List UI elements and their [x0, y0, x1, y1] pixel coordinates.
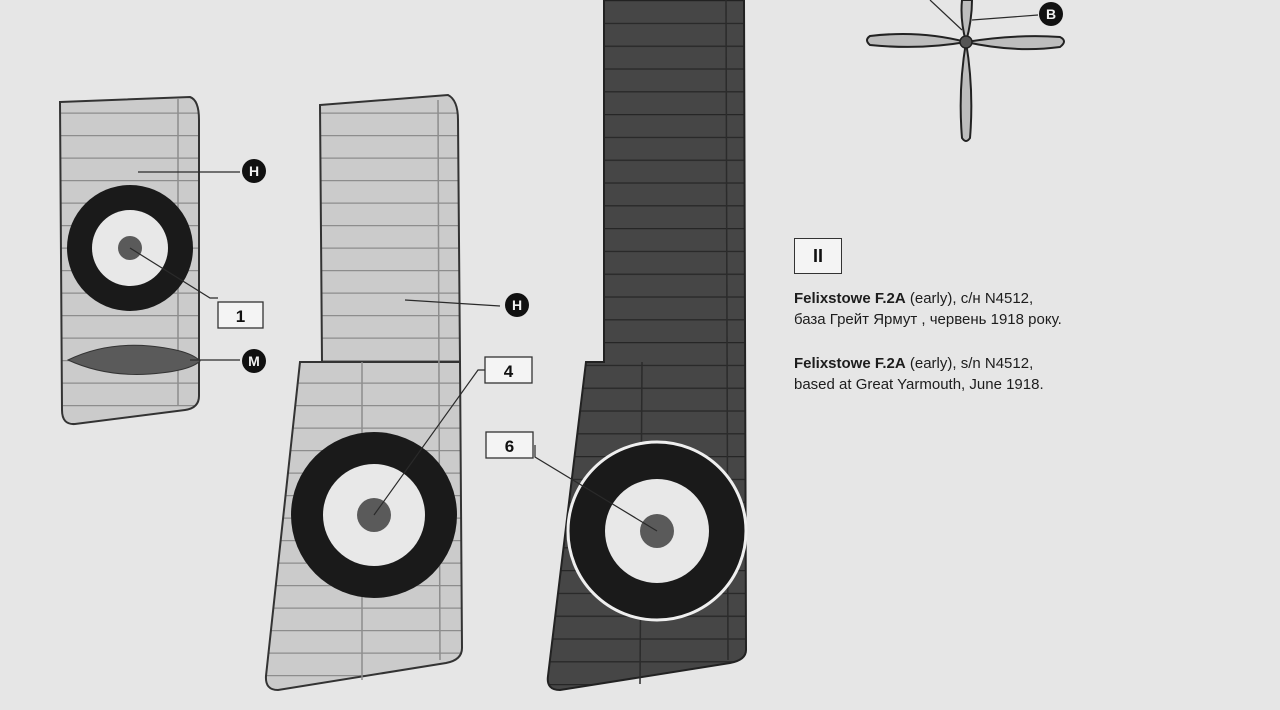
decal-number-6: 6 [485, 431, 534, 459]
caption-ukrainian-line2: база Грейт Ярмут , червень 1918 року. [794, 311, 1062, 328]
small-tail-panel [58, 95, 201, 426]
caption-ukrainian-model: Felixstowe F.2A [794, 290, 906, 307]
decal-number-4: 4 [484, 356, 533, 384]
caption-english-model: Felixstowe F.2A [794, 355, 906, 372]
svg-text:M: M [248, 353, 260, 369]
svg-text:4: 4 [504, 362, 514, 381]
caption-ukrainian: Felixstowe F.2A (early), с/н N4512, база… [794, 288, 1254, 330]
caption-ukrainian-line1: Felixstowe F.2A (early), с/н N4512, [794, 288, 1254, 309]
caption-english-line1: Felixstowe F.2A (early), s/n N4512, [794, 353, 1254, 374]
caption-english-serial: (early), s/n N4512, [905, 355, 1034, 372]
svg-text:H: H [249, 163, 259, 179]
color-code-b: B [1039, 2, 1063, 26]
blade-shape-m [66, 344, 201, 375]
rudder-dark-panel [546, 0, 748, 692]
scheme-number: II [812, 245, 823, 266]
color-code-m: M [242, 349, 266, 373]
svg-text:6: 6 [505, 437, 514, 456]
svg-text:H: H [512, 297, 522, 313]
decal-number-1: 1 [217, 301, 264, 329]
rudder-upper-outline [318, 93, 462, 363]
color-code-h-middle: H [505, 293, 529, 317]
propeller-icon [866, 0, 1065, 142]
scheme-number-box: II [794, 238, 842, 274]
leader-lines [129, 0, 1039, 532]
rudder-edge-line [437, 99, 441, 661]
svg-text:1: 1 [236, 307, 245, 326]
color-code-h-top: H [242, 159, 266, 183]
svg-text:B: B [1046, 6, 1056, 22]
caption-english: Felixstowe F.2A (early), s/n N4512, base… [794, 353, 1254, 395]
rudder-light-panel [264, 93, 464, 692]
caption-ukrainian-serial: (early), с/н N4512, [905, 290, 1034, 307]
caption-english-line2: based at Great Yarmouth, June 1918. [794, 376, 1044, 393]
